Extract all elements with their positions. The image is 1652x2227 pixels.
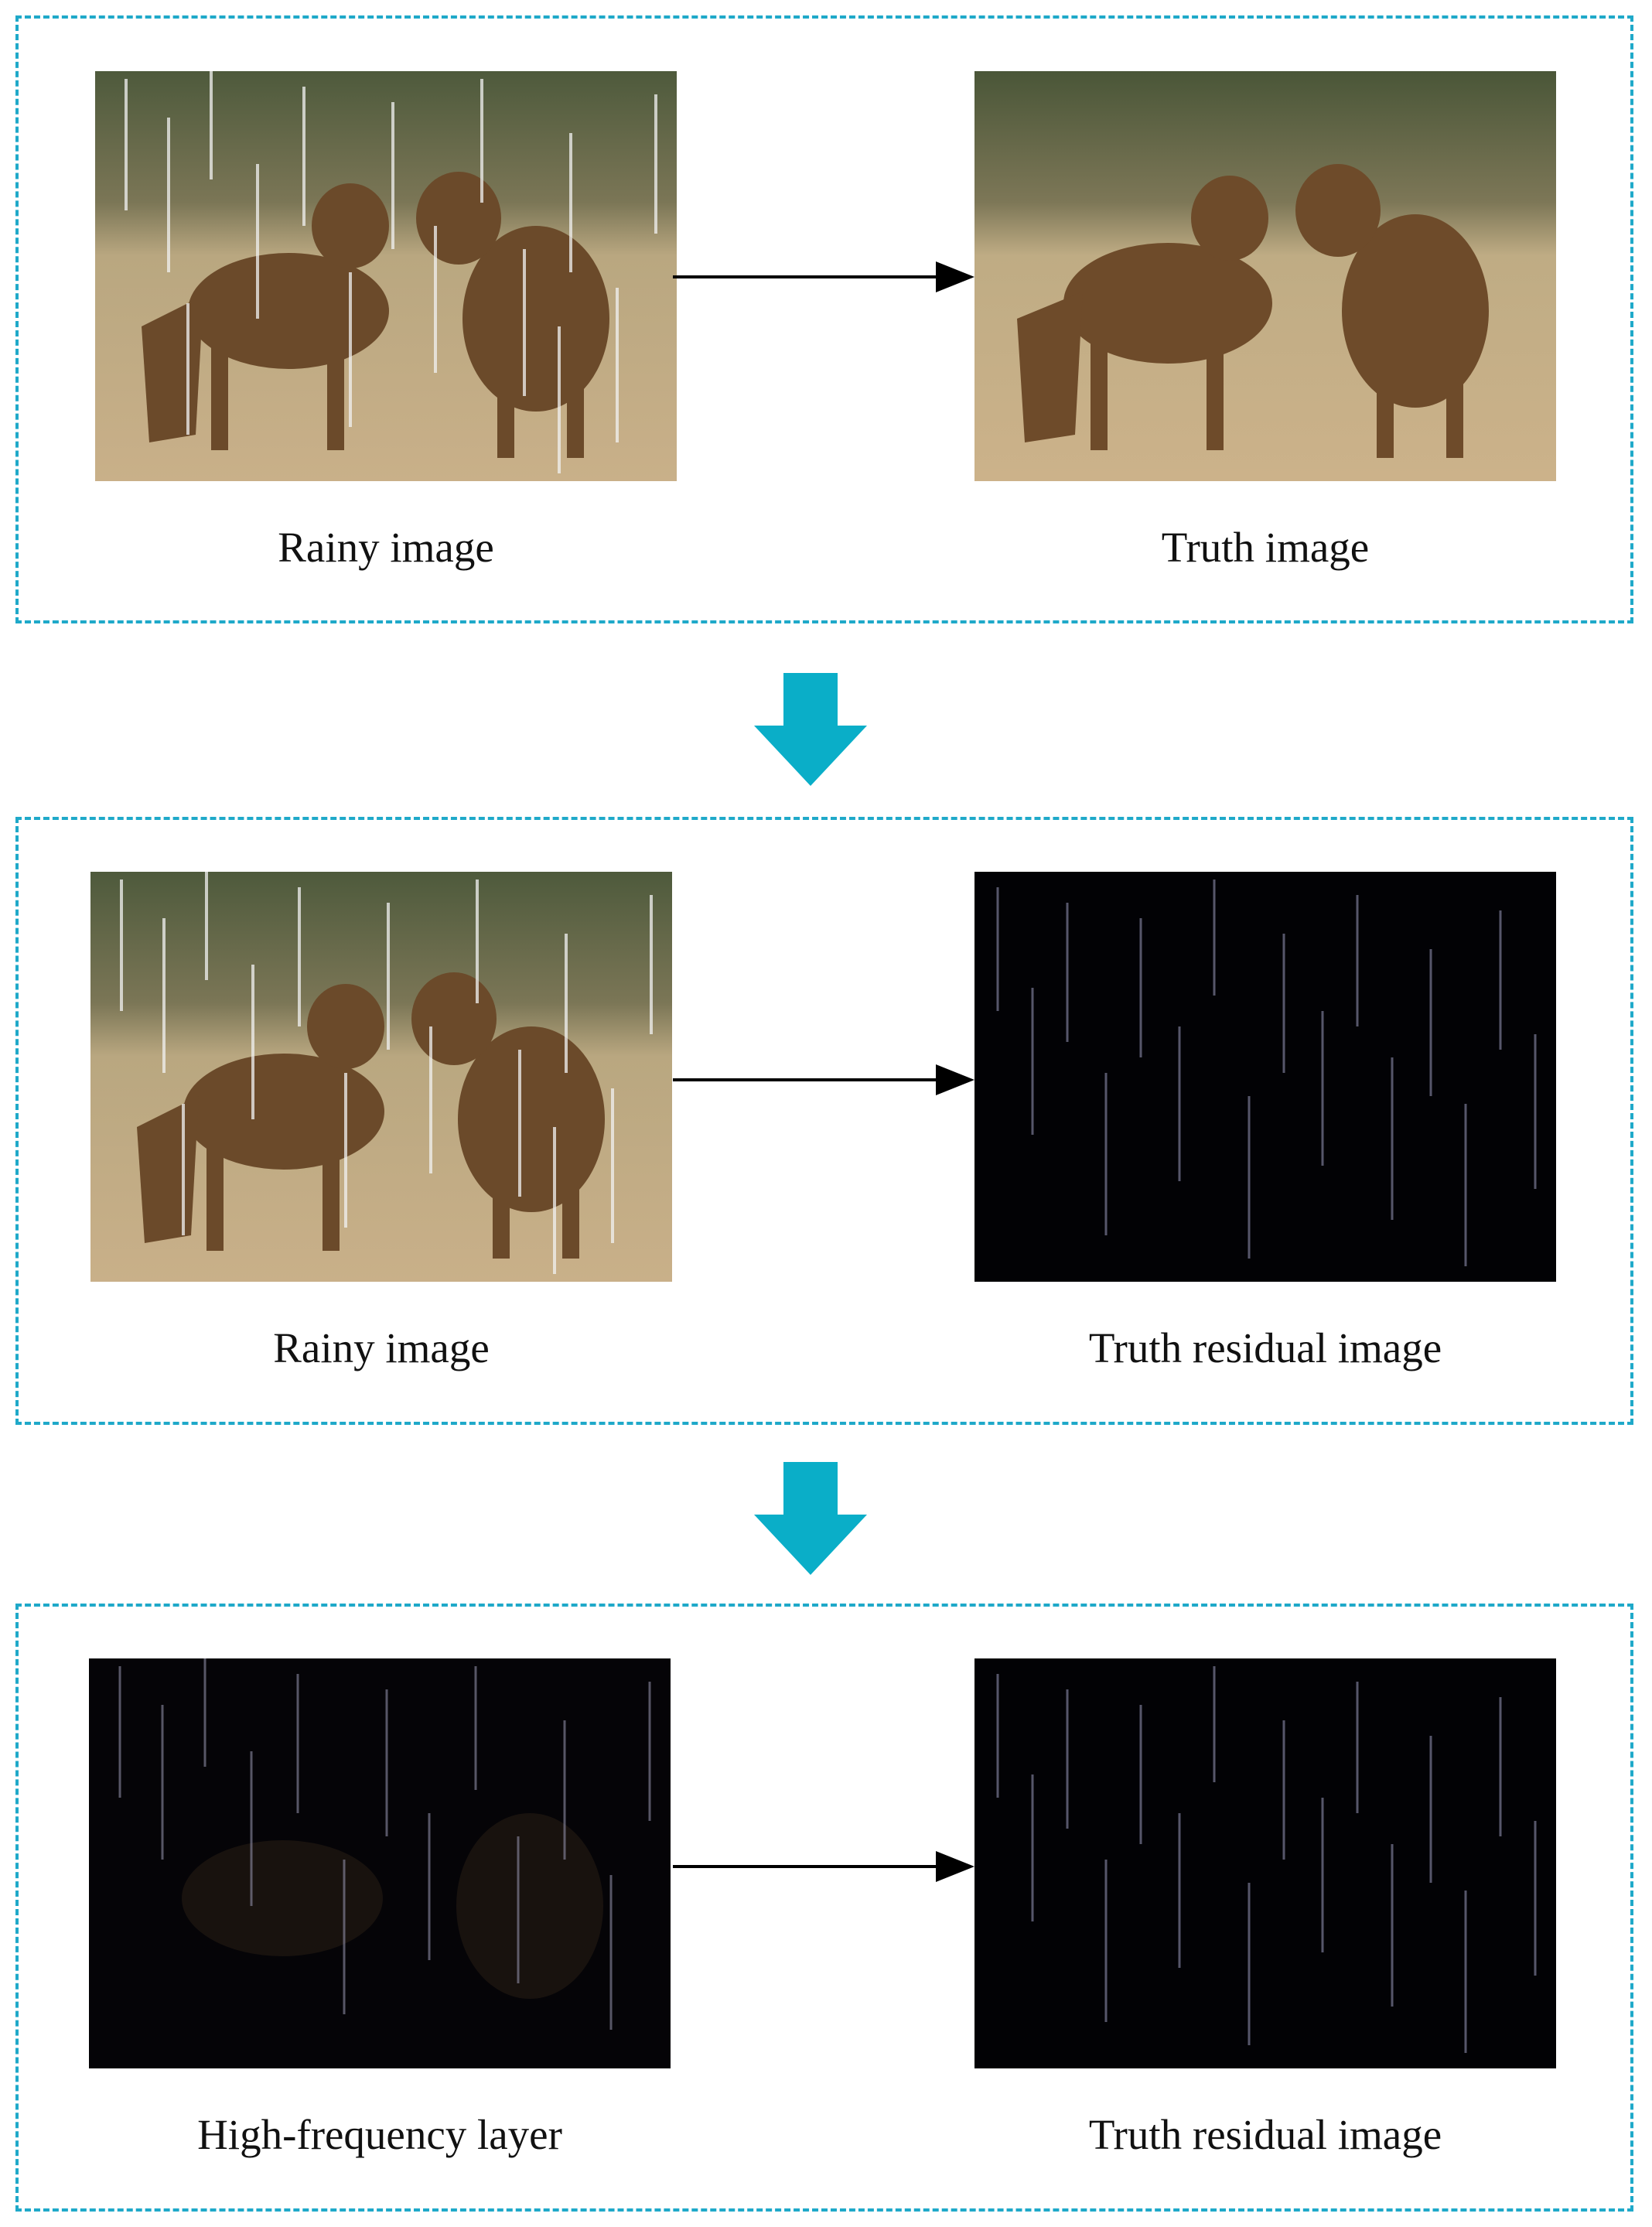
down-arrow-icon (754, 1462, 867, 1575)
stage-2-flow-arrow (673, 1057, 974, 1103)
stage-2-left-label: Rainy image (273, 1324, 490, 1371)
rainy-coyote-photo (90, 872, 672, 1282)
stage-3-flow-arrow (673, 1843, 974, 1890)
rainy-coyote-photo (95, 71, 677, 481)
rain-streak-residual (974, 872, 1556, 1282)
down-arrow-1 (754, 673, 867, 786)
stage-1-flow-arrow (673, 254, 974, 300)
stage-2-right-label: Truth residual image (1088, 1324, 1442, 1371)
stage-1-right-label: Truth image (1161, 524, 1370, 571)
stage-3-truth-residual-image (974, 1658, 1556, 2068)
down-arrow-icon (754, 673, 867, 786)
stage-1-rainy-image (95, 71, 677, 481)
clean-coyote-photo (974, 71, 1556, 481)
stage-2-panel (15, 817, 1633, 1425)
stage-1-truth-image (974, 71, 1556, 481)
high-frequency-detail-layer (89, 1658, 671, 2068)
stage-1-panel (15, 15, 1633, 623)
stage-3-left-label: High-frequency layer (197, 2111, 562, 2158)
rain-streak-residual (974, 1658, 1556, 2068)
stage-3-high-frequency-image (89, 1658, 671, 2068)
stage-1-left-label: Rainy image (278, 524, 494, 571)
stage-3-panel (15, 1604, 1633, 2212)
stage-2-truth-residual-image (974, 872, 1556, 1282)
stage-3-right-label: Truth residual image (1088, 2111, 1442, 2158)
down-arrow-2 (754, 1462, 867, 1575)
stage-2-rainy-image (90, 872, 672, 1282)
